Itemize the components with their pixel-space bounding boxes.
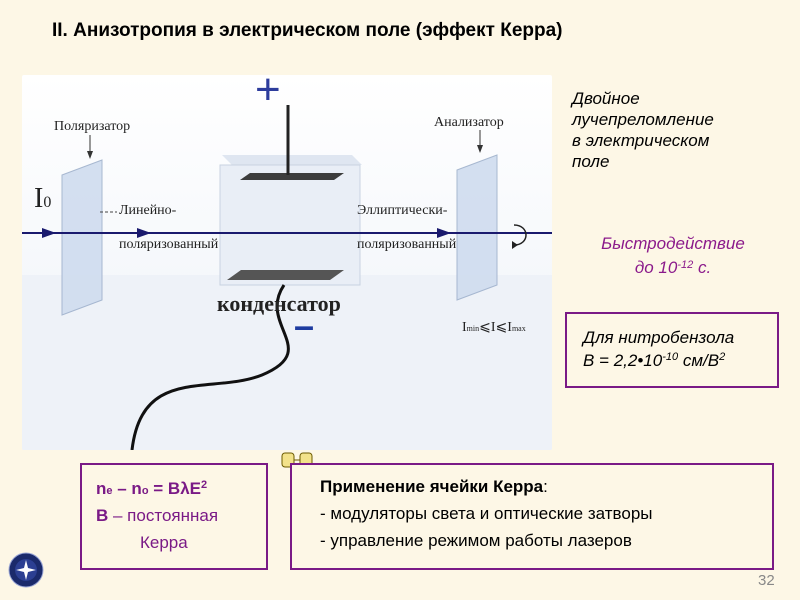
nitro-b-unit: см/В [678,351,720,370]
range-leq-1: ⩽ [479,320,491,335]
plus-sign: + [255,75,281,114]
side-line-4: поле [572,152,610,171]
application-item-2: - управление режимом работы лазеров [320,531,632,550]
capacitor-body [219,164,361,286]
nitro-b-unit-exp: 2 [719,351,726,363]
capacitor-top-plate [240,173,344,180]
polarizer-pointer-head [87,151,93,159]
birefringence-text: Двойное лучепреломление в электрическом … [572,88,782,172]
beam-arrow-1 [42,228,56,238]
polarizer-plate [61,159,103,316]
linear-label-2: поляризованный [119,237,219,252]
capacitor-bottom-plate [227,270,344,280]
application-item-1: - модуляторы света и оптические затворы [320,504,653,523]
capacitor-label: конденсатор [217,291,341,316]
speed-suffix: с. [693,258,712,277]
formula-o-sub: o [141,485,149,497]
kerr-formula-box: ne – no = BλE2 B – постоянная Керра [80,463,268,570]
range-imax: I [507,320,512,335]
nitrobenzene-box: Для нитробензола B = 2,2•10-10 см/В2 [565,312,779,388]
kerr-constant-line: B – постоянная [82,502,266,529]
intensity-subscript: 0 [43,194,52,211]
applications-box: Применение ячейки Керра: - модуляторы св… [290,463,774,570]
kerr-name: Керра [140,533,188,552]
polarizer-label: Поляризатор [54,119,131,134]
nitro-line-2: B = 2,2•10-10 см/В2 [583,349,777,372]
side-line-3: в электрическом [572,131,710,150]
slide-title: II. Анизотропия в электрическом поле (эф… [52,20,563,41]
side-line-1: Двойное [572,89,640,108]
beam-arrow-3 [437,228,451,238]
kerr-constant-text: – постоянная [108,506,219,525]
nitro-b-exp: -10 [662,351,679,363]
applications-title-text: Применение ячейки Керра [320,477,544,496]
formula-square: 2 [201,479,208,491]
range-leq-2: ⩽ [495,320,508,335]
nitro-b-prefix: B = 2,2•10 [583,351,663,370]
beam-arrow-2 [137,228,151,238]
applications-colon: : [543,477,548,496]
linear-label-1: Линейно- [119,203,177,218]
formula-e-sub: e [106,485,113,497]
kerr-formula: ne – no = BλE2 [82,465,266,502]
page-number: 32 [758,572,775,589]
speed-line-1: Быстродействие [601,234,745,253]
speed-text: Быстродействие до 10-12 с. [568,232,778,280]
range-min-sub: min [466,324,480,333]
formula-dash-n: – n [112,479,142,498]
university-logo [8,552,44,588]
applications-title: Применение ячейки Керра: [320,473,772,500]
minus-sign: – [294,305,315,346]
intensity-letter: I [34,183,44,214]
floor [22,275,552,450]
cable [130,284,290,450]
formula-eq: = BλE [148,479,201,498]
speed-line-2: до 10-12 с. [568,256,778,280]
analyzer-pointer-head [477,145,483,153]
speed-prefix: до 10 [634,258,678,277]
rotation-arrow-head [512,241,518,249]
range-max-sub: max [511,324,526,333]
range-imin: I [462,320,467,335]
elliptic-label-1: Эллиптически- [357,203,448,218]
capacitor-top [222,155,362,165]
kerr-setup-drawing [22,105,552,450]
nitro-line-1: Для нитробензола [583,328,735,347]
analyzer-plate [456,154,498,301]
analyzer-label: Анализатор [434,115,504,130]
intensity-label: I0 [34,183,51,215]
side-line-2: лучепреломление [572,110,714,129]
speed-exponent: -12 [677,259,694,271]
star-icon [16,560,36,580]
intensity-range: Imin⩽I⩽Imax [462,319,526,336]
kerr-setup-image: + – Поляризатор Анализатор I0 Линейно- п… [22,75,552,450]
kerr-b: B [96,506,109,525]
formula-n: n [96,479,107,498]
range-i: I [490,320,496,335]
rotation-arrow-icon [513,224,527,246]
elliptic-label-2: поляризованный [357,237,457,252]
